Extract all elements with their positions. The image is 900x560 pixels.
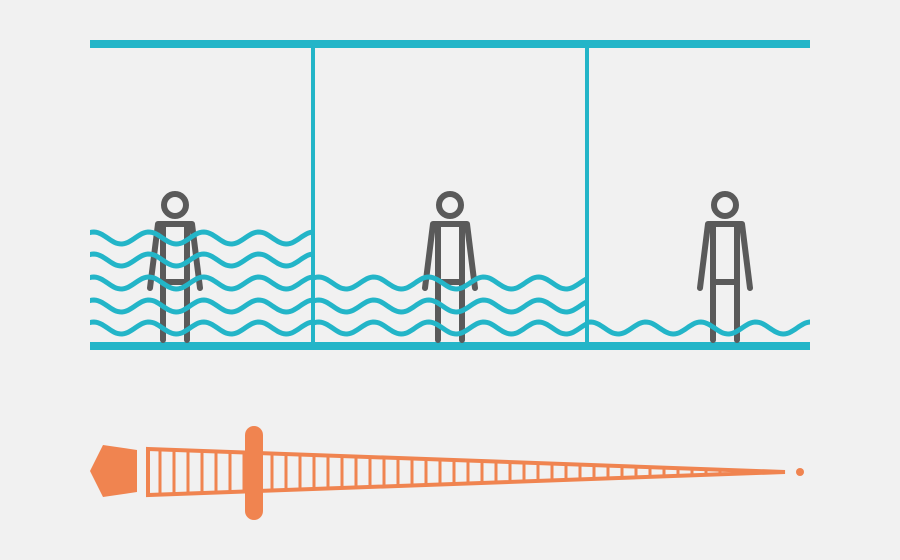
tapered-gauge-icon <box>90 426 804 520</box>
person-icon <box>422 191 478 343</box>
gauge-handle <box>245 426 263 520</box>
wave-icon <box>315 297 587 315</box>
wave-group <box>315 274 587 337</box>
gauge-tip <box>796 468 804 476</box>
gauge-cap <box>90 445 137 497</box>
gauge-body <box>146 446 786 498</box>
wave-group <box>587 319 810 337</box>
water-waves <box>90 229 810 337</box>
wave-icon <box>587 319 810 337</box>
wave-icon <box>90 251 315 269</box>
panel-frame <box>90 40 810 350</box>
wave-group <box>90 229 315 337</box>
wave-icon <box>90 274 315 292</box>
wave-icon <box>315 274 587 292</box>
wave-icon <box>90 319 315 337</box>
wave-icon <box>90 297 315 315</box>
persons <box>147 191 753 343</box>
person-icon <box>697 191 753 343</box>
wave-icon <box>315 319 587 337</box>
wave-icon <box>90 229 315 247</box>
